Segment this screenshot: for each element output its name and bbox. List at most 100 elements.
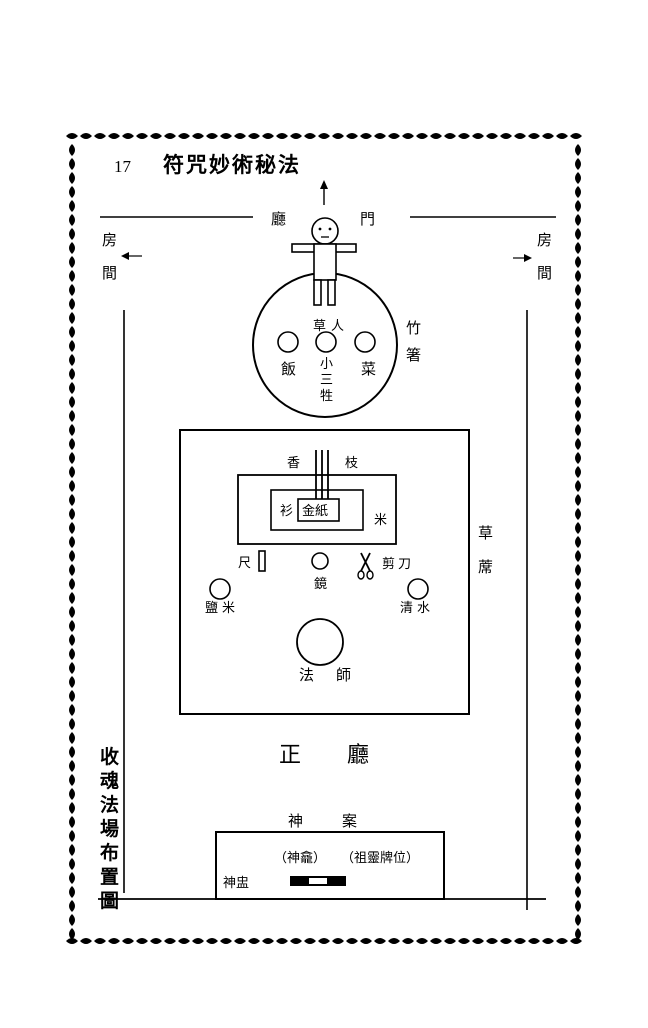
border-ornament bbox=[69, 858, 75, 870]
border-ornament bbox=[575, 508, 581, 520]
main-hall-label-2: 廳 bbox=[347, 743, 369, 768]
border-ornament bbox=[575, 256, 581, 268]
master-position bbox=[296, 618, 344, 666]
border-ornament bbox=[575, 284, 581, 296]
border-ornament bbox=[575, 830, 581, 842]
border-ornament bbox=[575, 480, 581, 492]
border-ornament bbox=[150, 938, 162, 944]
border-ornament bbox=[575, 214, 581, 226]
border-ornament bbox=[575, 172, 581, 184]
salt-rice-label-1: 鹽 bbox=[205, 601, 218, 616]
border-ornament bbox=[332, 133, 344, 139]
border-ornament bbox=[575, 312, 581, 324]
master-label-2: 師 bbox=[336, 666, 351, 684]
border-ornament bbox=[122, 938, 134, 944]
rice-label: 飯 bbox=[281, 360, 296, 378]
border-ornament bbox=[556, 133, 568, 139]
scissors-icon bbox=[357, 552, 374, 580]
border-ornament bbox=[69, 760, 75, 772]
altar-label-2: 案 bbox=[342, 812, 357, 830]
border-ornament bbox=[575, 452, 581, 464]
border-ornament bbox=[69, 606, 75, 618]
straw-man-label-2: 人 bbox=[331, 319, 344, 334]
border-ornament bbox=[108, 938, 120, 944]
border-ornament bbox=[318, 938, 330, 944]
border-ornament bbox=[192, 938, 204, 944]
border-ornament bbox=[556, 938, 568, 944]
border-ornament bbox=[575, 382, 581, 394]
border-ornament bbox=[575, 368, 581, 380]
clear-water-bowl bbox=[407, 578, 429, 600]
border-ornament bbox=[69, 732, 75, 744]
border-ornament bbox=[234, 133, 246, 139]
border-ornament bbox=[570, 133, 582, 139]
border-ornament bbox=[69, 578, 75, 590]
border-ornament bbox=[575, 466, 581, 478]
border-ornament bbox=[430, 133, 442, 139]
border-ornament bbox=[575, 354, 581, 366]
border-ornament bbox=[69, 144, 75, 156]
border-ornament bbox=[108, 133, 120, 139]
border-ornament bbox=[528, 938, 540, 944]
sacrifice-plate bbox=[315, 331, 337, 353]
hall-label-left: 廳 bbox=[271, 210, 286, 228]
border-ornament bbox=[416, 938, 428, 944]
border-ornament bbox=[69, 914, 75, 926]
border-ornament bbox=[575, 648, 581, 660]
border-ornament bbox=[69, 452, 75, 464]
border-ornament bbox=[80, 938, 92, 944]
border-ornament bbox=[69, 718, 75, 730]
book-title: 符咒妙術秘法 bbox=[163, 152, 301, 177]
border-ornament bbox=[472, 133, 484, 139]
mirror-label: 鏡 bbox=[314, 577, 327, 592]
border-ornament bbox=[575, 270, 581, 282]
border-ornament bbox=[388, 133, 400, 139]
border-ornament bbox=[234, 938, 246, 944]
border-ornament bbox=[69, 494, 75, 506]
ruler bbox=[258, 550, 266, 572]
border-ornament bbox=[69, 900, 75, 912]
salt-rice-label-2: 米 bbox=[222, 601, 235, 616]
border-ornament bbox=[575, 550, 581, 562]
rice-box bbox=[237, 474, 397, 545]
border-ornament bbox=[69, 620, 75, 632]
border-ornament bbox=[472, 938, 484, 944]
border-ornament bbox=[69, 298, 75, 310]
border-ornament bbox=[575, 634, 581, 646]
border-ornament bbox=[69, 872, 75, 884]
border-ornament bbox=[69, 438, 75, 450]
border-ornament bbox=[575, 536, 581, 548]
border-ornament bbox=[575, 606, 581, 618]
scissors-label-2: 刀 bbox=[398, 557, 411, 572]
border-ornament bbox=[575, 844, 581, 856]
border-ornament bbox=[69, 774, 75, 786]
shirt-label: 衫 bbox=[280, 504, 293, 519]
border-ornament bbox=[69, 200, 75, 212]
border-ornament bbox=[248, 938, 260, 944]
border-ornament bbox=[575, 592, 581, 604]
border-ornament bbox=[346, 133, 358, 139]
border-ornament bbox=[458, 133, 470, 139]
rice-bowl bbox=[277, 331, 299, 353]
room-left-1: 房 bbox=[102, 231, 117, 249]
border-ornament bbox=[575, 522, 581, 534]
border-ornament bbox=[575, 494, 581, 506]
border-ornament bbox=[575, 158, 581, 170]
caption-char-1: 收 bbox=[100, 745, 119, 768]
border-ornament bbox=[575, 396, 581, 408]
border-ornament bbox=[206, 938, 218, 944]
border-ornament bbox=[69, 634, 75, 646]
border-ornament bbox=[69, 480, 75, 492]
straw-mat-label-2: 蓆 bbox=[478, 558, 493, 576]
border-ornament bbox=[402, 938, 414, 944]
border-ornament bbox=[575, 340, 581, 352]
border-ornament bbox=[304, 133, 316, 139]
border-ornament bbox=[575, 564, 581, 576]
border-ornament bbox=[575, 914, 581, 926]
border-ornament bbox=[430, 938, 442, 944]
border-ornament bbox=[69, 396, 75, 408]
border-ornament bbox=[248, 133, 260, 139]
border-ornament bbox=[575, 886, 581, 898]
border-ornament bbox=[94, 133, 106, 139]
